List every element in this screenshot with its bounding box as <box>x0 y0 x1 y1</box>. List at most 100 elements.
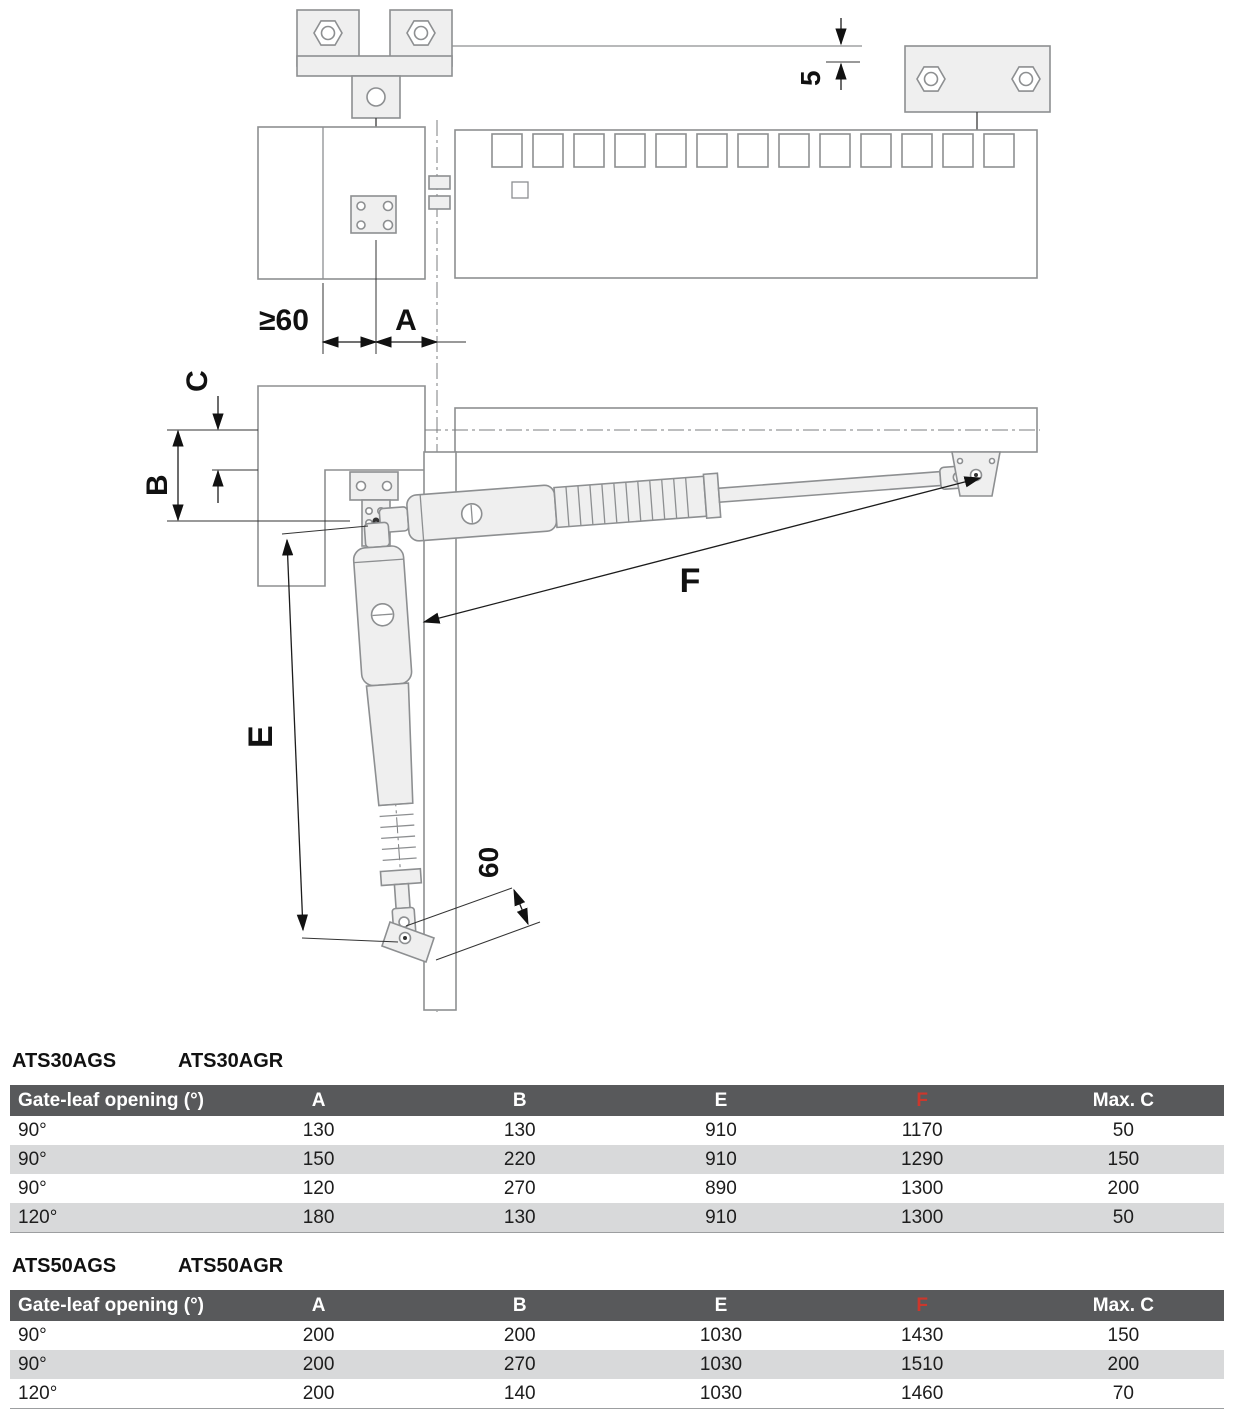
table-cell: 140 <box>503 1382 536 1404</box>
table-cell: 200 <box>302 1382 335 1404</box>
table-cell: 150 <box>302 1148 335 1170</box>
table-cell: 120° <box>18 1206 58 1228</box>
table-row: 90° 200 200 1030 1430 150 <box>10 1321 1224 1350</box>
table-cell: 1030 <box>699 1353 743 1375</box>
dimension-60: 60 <box>405 847 541 961</box>
table-cell: 200 <box>503 1324 536 1346</box>
table-row: 90° 200 270 1030 1510 200 <box>10 1350 1224 1379</box>
post-top-view <box>257 126 426 280</box>
dimension-label-ge60: ≥60 <box>259 304 309 337</box>
dimension-label-a: A <box>395 304 417 337</box>
table-cell: 270 <box>503 1353 536 1375</box>
col-header-b: B <box>419 1290 621 1321</box>
dimension-f: F <box>422 476 982 624</box>
table-cell: 200 <box>1107 1177 1140 1199</box>
table-row: 90° 120 270 890 1300 200 <box>10 1174 1224 1203</box>
table-row: 90° 150 220 910 1290 150 <box>10 1145 1224 1174</box>
table-cell: 890 <box>705 1177 737 1199</box>
spec-tables: ATS30AGS ATS30AGR Gate-leaf opening (°) … <box>0 1050 1234 1409</box>
bracket-hole <box>366 87 386 107</box>
table-cell: 90° <box>18 1148 47 1170</box>
table-cell: 1460 <box>901 1382 944 1404</box>
col-header-f: F <box>821 1085 1023 1116</box>
col-header-max-c: Max. C <box>1022 1085 1224 1116</box>
table-cell: 910 <box>705 1119 737 1141</box>
model-heading-ats30: ATS30AGS ATS30AGR <box>12 1050 1224 1073</box>
table-cell: 150 <box>1107 1324 1140 1346</box>
table-cell: 1030 <box>699 1324 743 1346</box>
model-heading-ats50: ATS50AGS ATS50AGR <box>12 1255 1224 1278</box>
dimension-e: E <box>242 525 399 943</box>
table-cell: 1030 <box>699 1382 743 1404</box>
dimension-label-b: B <box>141 474 174 496</box>
spec-table-ats30: Gate-leaf opening (°) A B E F Max. C 90°… <box>10 1085 1224 1233</box>
table-cell: 150 <box>1107 1148 1140 1170</box>
col-header-opening: Gate-leaf opening (°) <box>10 1085 218 1116</box>
table-row: 120° 180 130 910 1300 50 <box>10 1203 1224 1233</box>
table-cell: 90° <box>18 1353 47 1375</box>
table-cell: 910 <box>705 1148 737 1170</box>
post-bracket-mounted-top <box>350 195 397 234</box>
table-cell: 270 <box>503 1177 536 1199</box>
table-cell: 180 <box>302 1206 335 1228</box>
col-header-f: F <box>821 1290 1023 1321</box>
table-cell: 50 <box>1112 1119 1134 1141</box>
table-cell: 200 <box>1107 1353 1140 1375</box>
model-name: ATS50AGR <box>178 1255 284 1277</box>
col-header-a: A <box>218 1290 420 1321</box>
dimension-label-60: 60 <box>473 847 504 878</box>
dimension-label-e: E <box>242 725 280 748</box>
table-cell: 200 <box>302 1324 335 1346</box>
col-header-opening: Gate-leaf opening (°) <box>10 1290 218 1321</box>
model-name: ATS30AGS <box>12 1050 117 1072</box>
table-cell: 1170 <box>901 1119 943 1141</box>
table-cell: 130 <box>302 1119 335 1141</box>
dimension-5: 5 <box>452 18 862 90</box>
table-header-row: Gate-leaf opening (°) A B E F Max. C <box>10 1085 1224 1116</box>
table-cell: 70 <box>1112 1382 1134 1404</box>
table-cell: 1430 <box>901 1324 944 1346</box>
installation-diagram-svg: 5 <box>141 9 1051 1012</box>
installation-diagram: 5 <box>141 9 1051 1012</box>
table-cell: 220 <box>503 1148 536 1170</box>
dimension-ge60-a: ≥60 A <box>259 240 466 354</box>
col-header-e: E <box>620 1290 822 1321</box>
gate-bracket-front-view <box>951 451 1001 497</box>
table-cell: 50 <box>1112 1206 1134 1228</box>
table-row: 90° 130 130 910 1170 50 <box>10 1116 1224 1145</box>
model-name: ATS30AGR <box>178 1050 284 1072</box>
table-cell: 1510 <box>901 1353 944 1375</box>
pillar-plan-view <box>257 385 426 587</box>
gate-hinge <box>428 175 451 210</box>
table-cell: 130 <box>503 1119 536 1141</box>
table-cell: 130 <box>503 1206 536 1228</box>
dimension-label-f: F <box>680 562 701 600</box>
table-cell: 1300 <box>901 1206 944 1228</box>
table-cell: 120° <box>18 1382 58 1404</box>
dimension-c: C <box>181 370 224 503</box>
post-bracket-top-view <box>296 9 453 192</box>
col-header-e: E <box>620 1085 822 1116</box>
table-cell: 120 <box>302 1177 335 1199</box>
table-cell: 90° <box>18 1177 47 1199</box>
model-name: ATS50AGS <box>12 1255 117 1277</box>
actuator-front-pivot <box>403 936 407 940</box>
col-header-max-c: Max. C <box>1022 1290 1224 1321</box>
table-cell: 910 <box>705 1206 737 1228</box>
table-cell: 1300 <box>901 1177 944 1199</box>
dimension-b: B <box>141 429 184 522</box>
table-cell: 90° <box>18 1119 47 1141</box>
col-header-b: B <box>419 1085 621 1116</box>
gate-bracket-closed-position <box>380 920 436 964</box>
dimension-label-c: C <box>181 370 214 392</box>
gate-leaf-top-view <box>454 129 1038 279</box>
table-row: 120° 200 140 1030 1460 70 <box>10 1379 1224 1409</box>
dimension-label-5: 5 <box>795 70 826 86</box>
actuator-open-position <box>378 464 974 542</box>
actuator-closed-position <box>352 521 423 938</box>
table-cell: 200 <box>302 1353 335 1375</box>
spec-table-ats50: Gate-leaf opening (°) A B E F Max. C 90°… <box>10 1290 1224 1409</box>
table-header-row: Gate-leaf opening (°) A B E F Max. C <box>10 1290 1224 1321</box>
table-cell: 1290 <box>901 1148 944 1170</box>
